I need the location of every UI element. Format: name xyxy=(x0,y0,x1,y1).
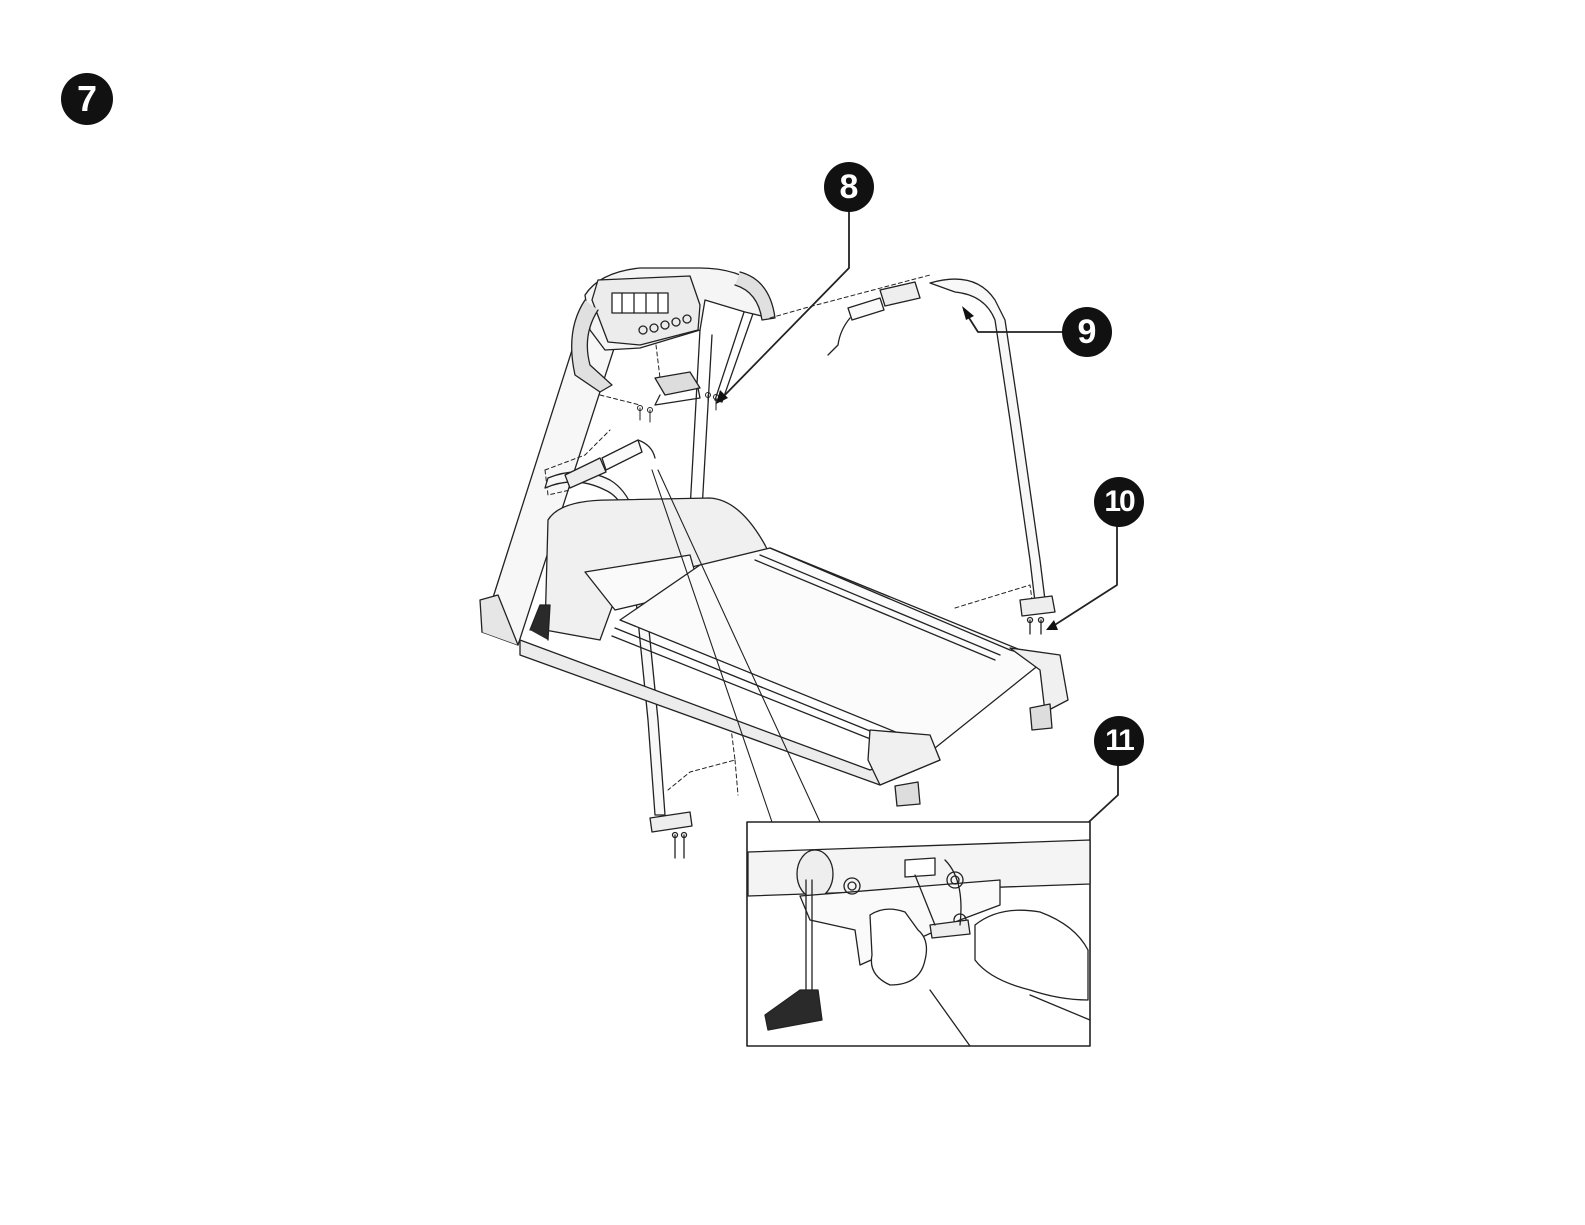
callout-label-8: 8 xyxy=(840,170,859,204)
callout-badge-8: 8 xyxy=(824,162,874,212)
callout-badge-11: 11 xyxy=(1094,716,1144,766)
callout-badge-9: 9 xyxy=(1062,307,1112,357)
detail-inset xyxy=(747,822,1090,1046)
callout-label-9: 9 xyxy=(1078,315,1097,349)
treadmill-deck xyxy=(520,498,1068,806)
console-screws xyxy=(638,393,719,423)
callout-label-11: 11 xyxy=(1105,726,1133,756)
step-number-badge: 7 xyxy=(61,73,113,125)
callout-label-10: 10 xyxy=(1104,487,1133,517)
callout-badge-10: 10 xyxy=(1094,477,1144,527)
step-number-label: 7 xyxy=(77,81,97,117)
